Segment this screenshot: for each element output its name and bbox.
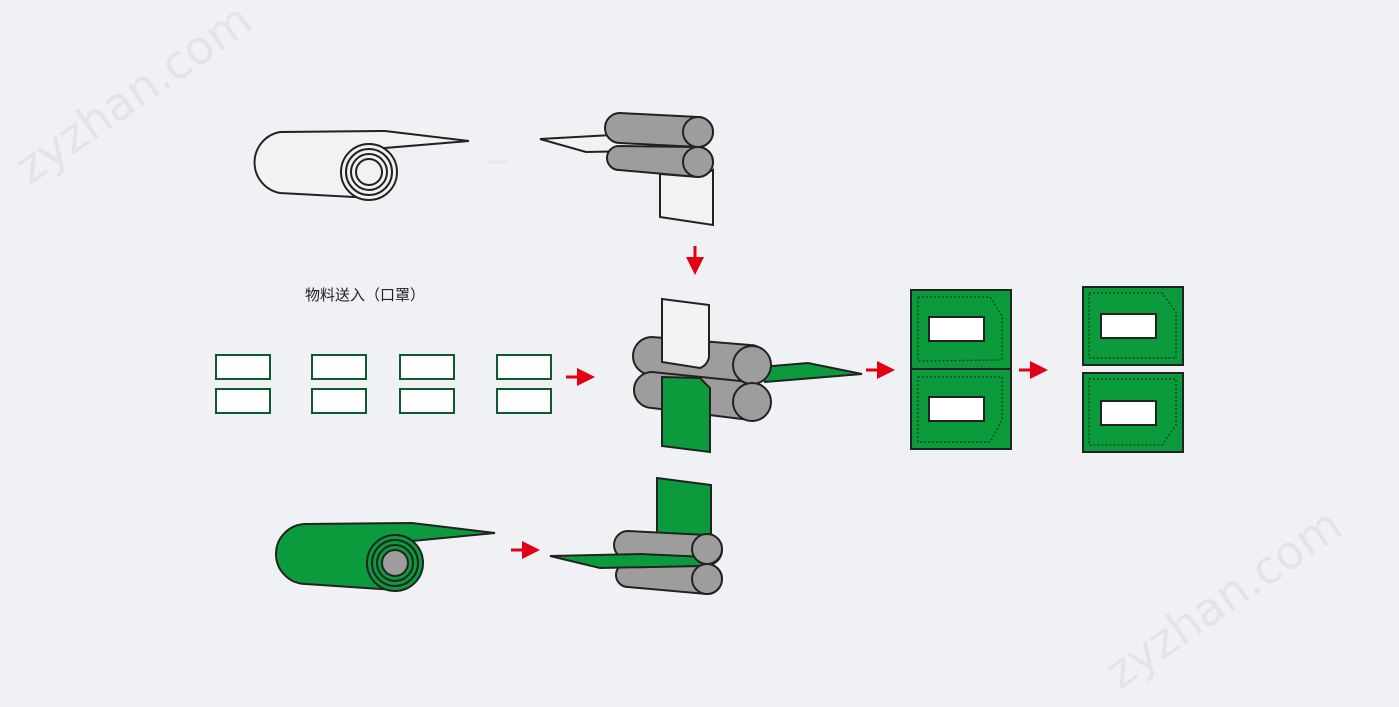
white-film-roll	[253, 129, 470, 201]
watermark-bottom-right: zyzhan.com	[1095, 497, 1351, 699]
watermark-top-left: zyzhan.com	[5, 0, 261, 194]
green-film-roll	[275, 521, 496, 592]
mask-item	[311, 388, 367, 414]
mask-item	[496, 388, 552, 414]
mask-item	[215, 354, 271, 380]
mask-item	[928, 316, 985, 342]
bottom-roller-set	[549, 476, 723, 596]
sealed-strip	[910, 289, 1012, 450]
mask-item	[496, 354, 552, 380]
mask-item	[1100, 400, 1157, 426]
mask-item	[215, 388, 271, 414]
cut-packages	[1082, 286, 1184, 453]
mask-item	[928, 396, 985, 422]
sealing-roller-set	[632, 297, 863, 454]
feed-label: 物料送入（口罩）	[305, 286, 425, 304]
top-roller-set	[539, 111, 714, 227]
mask-item	[1100, 313, 1157, 339]
mask-item	[399, 354, 455, 380]
mask-items	[215, 354, 552, 414]
mask-item	[399, 388, 455, 414]
mask-item	[311, 354, 367, 380]
